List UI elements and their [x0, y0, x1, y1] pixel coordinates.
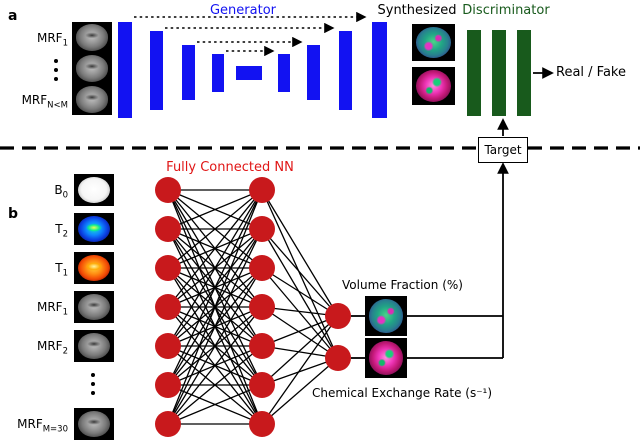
fc-node — [249, 372, 275, 398]
fc-node — [325, 345, 351, 371]
vertical-ellipsis-b — [88, 368, 98, 400]
vertical-ellipsis-a — [51, 54, 61, 86]
generator-bar — [212, 54, 224, 92]
input-label-mrf2-b: MRF2 — [36, 339, 68, 357]
fc-edge — [167, 189, 263, 308]
fc-edge — [261, 267, 339, 317]
fc-node — [249, 294, 275, 320]
generator-bar — [307, 45, 320, 100]
fc-node — [155, 177, 181, 203]
input-label-mrf1-a: MRF1 — [36, 31, 68, 49]
discriminator-bar — [517, 30, 531, 116]
input-label-t2: T2 — [55, 222, 68, 240]
fc-edge — [261, 315, 339, 347]
discriminator-bar — [467, 30, 481, 116]
fc-node — [155, 294, 181, 320]
fc-edge — [261, 228, 339, 317]
fc-edge — [261, 315, 339, 425]
fc-nodes — [155, 177, 351, 437]
fc-edge — [167, 228, 263, 425]
generator-bar — [150, 31, 163, 110]
fc-edge — [167, 267, 263, 425]
fc-edge — [261, 267, 339, 359]
input-label-mrf30-b: MRFM=30 — [17, 417, 68, 435]
target-box: Target — [478, 137, 528, 163]
volume-fraction-label: Volume Fraction (%) — [342, 278, 463, 292]
output-to-target-path — [351, 162, 509, 359]
mri-image-t1 — [74, 252, 114, 284]
generator-bar — [339, 31, 352, 110]
target-label: Target — [484, 143, 522, 157]
fc-node — [249, 177, 275, 203]
fc-edge — [261, 306, 339, 359]
fc-edge — [261, 189, 339, 359]
fc-node — [249, 255, 275, 281]
fc-edge — [261, 315, 339, 386]
fc-node — [155, 255, 181, 281]
input-label-b0: B0 — [54, 183, 68, 201]
fc-edge — [261, 357, 339, 425]
generator-bar — [372, 22, 387, 118]
fc-node — [249, 333, 275, 359]
volume-fraction-map — [365, 296, 407, 336]
panel-b-label: b — [8, 206, 19, 222]
mri-image-mrf2-b — [74, 330, 114, 362]
fc-node — [249, 216, 275, 242]
exchange-rate-label: Chemical Exchange Rate (s⁻¹) — [312, 386, 493, 400]
generator-bottleneck-bar — [236, 66, 262, 80]
fc-edge — [167, 189, 263, 425]
mri-image-t2 — [74, 213, 114, 245]
generator-bars — [118, 22, 387, 118]
mri-image-mrfn-a — [72, 84, 112, 115]
fully-connected-title: Fully Connected NN — [166, 160, 294, 175]
synthesized-map-1 — [412, 24, 455, 61]
fc-node — [155, 411, 181, 437]
mri-image-mrf1-b — [74, 291, 114, 323]
mri-image-mrf30-b — [74, 408, 114, 440]
synthesized-title: Synthesized — [377, 3, 457, 18]
generator-title: Generator — [209, 3, 276, 18]
input-label-mrfn-a: MRFN<M — [21, 93, 68, 111]
discriminator-bar — [492, 30, 506, 116]
input-label-t1: T1 — [55, 261, 68, 279]
fc-node — [155, 372, 181, 398]
fc-edge — [167, 306, 263, 425]
fc-node — [325, 303, 351, 329]
skip-connection-arrows — [134, 11, 367, 57]
mri-image-mid-a — [72, 53, 112, 84]
generator-bar — [278, 54, 290, 92]
fc-edge — [167, 384, 263, 425]
real-fake-label: Real / Fake — [556, 65, 626, 80]
discriminator-title: Discriminator — [462, 3, 550, 18]
fc-node — [155, 333, 181, 359]
panel-a-label: a — [8, 8, 18, 24]
fc-edge — [167, 189, 263, 269]
mri-image-mrf1-a — [72, 22, 112, 53]
generator-bar — [118, 22, 132, 118]
exchange-rate-map — [365, 338, 407, 378]
fc-edge — [167, 189, 263, 230]
fc-edge — [167, 189, 263, 347]
fc-edge — [261, 228, 339, 359]
generator-bar — [182, 45, 195, 100]
fc-edge — [261, 189, 339, 317]
fc-node — [155, 216, 181, 242]
fc-edge — [261, 357, 339, 386]
fc-edges — [167, 189, 339, 425]
discriminator-bars — [467, 30, 531, 116]
synthesized-map-2 — [412, 67, 455, 105]
mri-image-b0 — [74, 174, 114, 206]
fc-edge — [167, 345, 263, 425]
fc-edge — [167, 189, 263, 386]
fc-node — [249, 411, 275, 437]
input-label-mrf1-b: MRF1 — [36, 300, 68, 318]
